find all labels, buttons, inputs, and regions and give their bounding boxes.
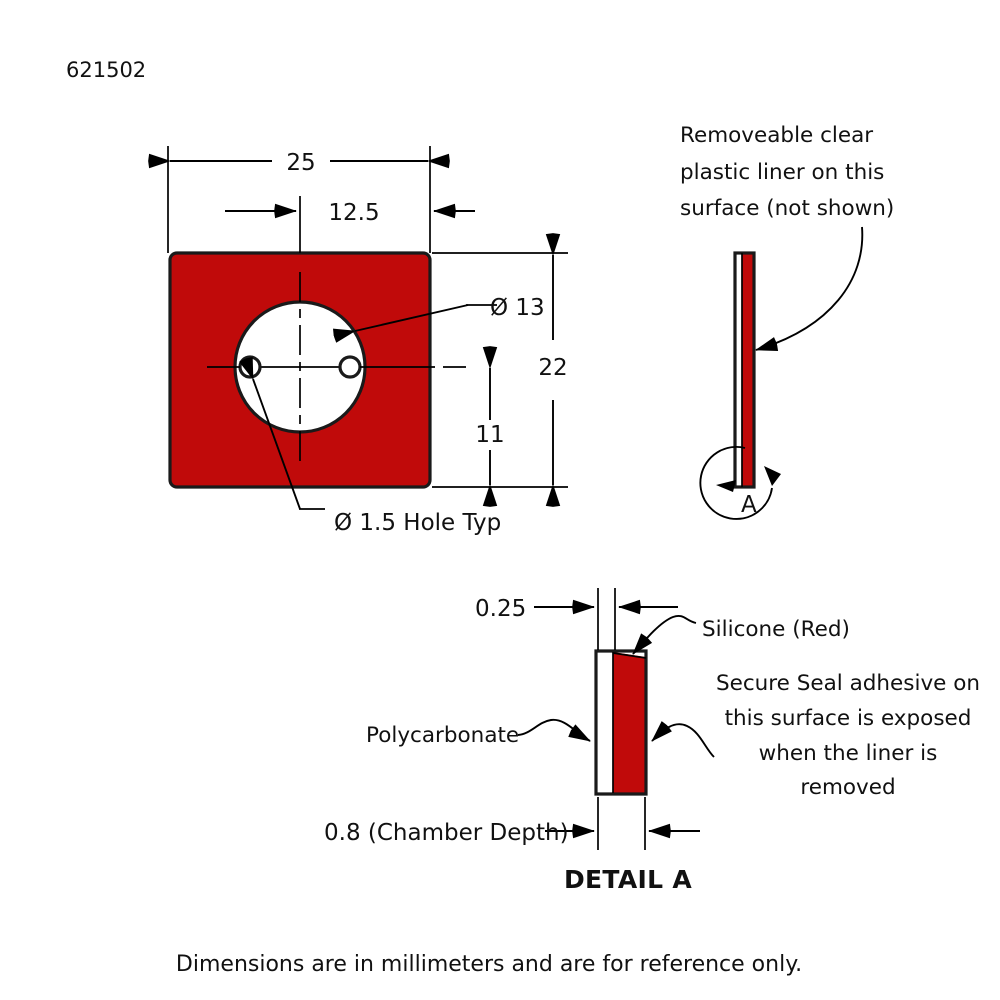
leader-line-bore [333,304,469,343]
dim-label-half-width: 12.5 [328,200,379,226]
detail-silicone-top-edge [612,652,647,659]
detail-circle-arrow-right [764,466,781,486]
adhesive-note-line-1: Secure Seal adhesive on [716,671,980,696]
side-view-silicone-layer [742,253,754,487]
detail-circle-a: A [699,446,781,520]
dimension-half-width: 12.5 [225,200,475,226]
dimension-half-height: 11 [475,346,505,507]
label-text-silicone: Silicone (Red) [702,617,850,642]
footer-note: Dimensions are in millimeters and are fo… [176,952,802,977]
liner-note-line-2: plastic liner on this [680,160,884,185]
detail-a-title: DETAIL A [564,865,692,894]
liner-note-leader [755,226,864,351]
detail-circle-arc [699,446,773,520]
callout-label-bore: Ø 13 [490,295,545,321]
dim-label-chamber-depth: 0.8 (Chamber Depth) [324,820,569,846]
dimension-silicone-thickness: 0.25 [475,588,678,650]
adhesive-note-line-2: this surface is exposed [725,706,972,731]
detail-circle-label: A [741,492,757,518]
callout-label-small-hole: Ø 1.5 Hole Typ [334,510,501,536]
dimension-overall-width: 25 [148,146,450,253]
liner-note-line-1: Removeable clear [680,123,873,148]
callout-small-hole: Ø 1.5 Hole Typ [239,356,501,536]
side-view [733,251,756,489]
dim-label-half-height: 11 [475,422,504,448]
leader-polycarbonate [517,719,591,742]
adhesive-note-line-3: when the liner is [759,741,938,766]
detail-circle-arrow-left [716,480,736,492]
label-polycarbonate: Polycarbonate [366,719,591,748]
callout-bore-diameter: Ø 13 [333,295,545,343]
label-text-polycarbonate: Polycarbonate [366,723,519,748]
dimension-chamber-depth: 0.8 (Chamber Depth) [324,797,700,850]
note-adhesive: Secure Seal adhesive on this surface is … [651,671,980,800]
dim-label-overall-width: 25 [286,150,315,176]
detail-silicone-layer [613,652,646,793]
part-number: 621502 [66,58,146,82]
front-view [168,196,466,489]
leader-adhesive-note [651,721,715,758]
adhesive-note-line-4: removed [800,775,895,800]
label-silicone: Silicone (Red) [632,615,850,655]
liner-note-line-3: surface (not shown) [680,196,894,221]
leader-line-small-hole [239,356,301,510]
dim-label-overall-height: 22 [538,355,567,381]
side-view-outline [733,251,756,489]
side-view-polycarbonate-layer [735,253,742,487]
leader-silicone [632,615,697,655]
dim-label-silicone-thickness: 0.25 [475,596,526,622]
detail-view-a [594,649,648,796]
small-hole-right [340,357,360,377]
detail-polycarbonate-layer [597,652,613,793]
detail-block-outline [594,649,648,796]
note-removeable-liner: Removeable clear plastic liner on this s… [680,123,894,351]
dimension-overall-height: 22 [432,233,568,507]
